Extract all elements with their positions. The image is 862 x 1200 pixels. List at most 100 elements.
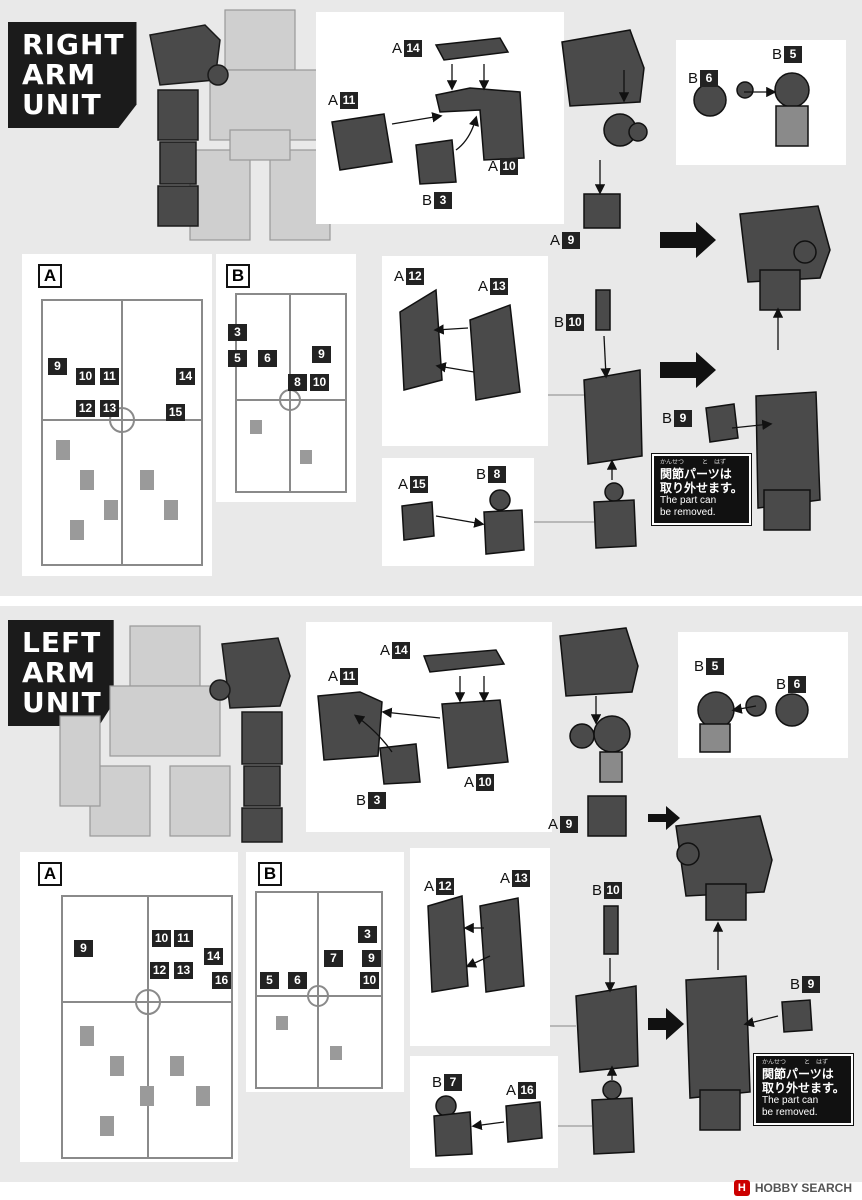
left-arm-section: LEFT ARM UNIT bbox=[0, 606, 862, 1182]
note-en: The part can bbox=[660, 495, 717, 506]
label-letter: A bbox=[478, 278, 489, 295]
runner-chip: 3 bbox=[228, 324, 247, 341]
runner-chip: 11 bbox=[100, 368, 119, 385]
runner-chip: 8 bbox=[288, 374, 307, 391]
label-letter: B bbox=[476, 466, 487, 483]
note-ruby: かんせつ と はず bbox=[762, 1060, 829, 1066]
note-jp: 関節パーツは bbox=[762, 1067, 834, 1081]
big-arrow bbox=[660, 222, 716, 258]
label-number: 10 bbox=[566, 314, 585, 331]
label-number: 9 bbox=[802, 976, 821, 993]
label-number: 16 bbox=[518, 1082, 537, 1099]
runner-chip: 9 bbox=[48, 358, 67, 375]
runner-chip: 6 bbox=[258, 350, 277, 367]
label-number: 7 bbox=[444, 1074, 463, 1091]
label-number: 3 bbox=[368, 792, 387, 809]
label-number: 9 bbox=[560, 816, 579, 833]
label-number: 11 bbox=[340, 668, 359, 685]
label-letter: A bbox=[506, 1082, 517, 1099]
label-letter: A bbox=[424, 878, 435, 895]
title-line: UNIT bbox=[22, 686, 102, 719]
label-number: 12 bbox=[436, 878, 455, 895]
runner-a-id: A bbox=[38, 862, 62, 886]
big-arrow bbox=[660, 352, 716, 388]
label-number: 6 bbox=[788, 676, 807, 693]
runner-chip: 9 bbox=[312, 346, 331, 363]
part-a11 bbox=[331, 113, 393, 171]
robot-left-arm-illustration bbox=[59, 625, 291, 843]
label-letter: A bbox=[392, 40, 403, 57]
part-a13 bbox=[469, 303, 521, 401]
label-number: 5 bbox=[706, 658, 725, 675]
label-number: 3 bbox=[434, 192, 453, 209]
label-letter: B bbox=[772, 46, 783, 63]
label-number: 9 bbox=[674, 410, 693, 427]
removable-part-note: かんせつ と はず 関節パーツは 取り外せます。 The part can be… bbox=[652, 454, 751, 525]
runner-chip: 11 bbox=[174, 930, 193, 947]
note-ruby: かんせつ と はず bbox=[660, 460, 727, 466]
label-letter: B bbox=[776, 676, 787, 693]
label-number: 10 bbox=[500, 158, 519, 175]
hobby-search-logo-icon: H bbox=[733, 1180, 750, 1196]
label-letter: B bbox=[432, 1074, 443, 1091]
note-en: be removed. bbox=[762, 1107, 818, 1118]
label-number: 10 bbox=[476, 774, 495, 791]
runner-chip: 10 bbox=[310, 374, 329, 391]
label-number: 5 bbox=[784, 46, 803, 63]
label-letter: A bbox=[500, 870, 511, 887]
label-letter: B bbox=[790, 976, 801, 993]
part-b8 bbox=[483, 509, 525, 555]
label-letter: B bbox=[688, 70, 699, 87]
label-letter: A bbox=[328, 668, 339, 685]
label-letter: B bbox=[694, 658, 705, 675]
part-a15 bbox=[401, 501, 435, 541]
label-letter: A bbox=[464, 774, 475, 791]
label-letter: B bbox=[592, 882, 603, 899]
runner-chip: 5 bbox=[228, 350, 247, 367]
runner-chip: 15 bbox=[166, 404, 185, 421]
label-letter: A bbox=[488, 158, 499, 175]
label-letter: B bbox=[356, 792, 367, 809]
robot-right-arm-illustration bbox=[149, 9, 331, 241]
label-number: 8 bbox=[488, 466, 507, 483]
note-en: The part can bbox=[762, 1095, 819, 1106]
note-en: be removed. bbox=[660, 507, 716, 518]
left-arm-title: LEFT ARM UNIT bbox=[8, 620, 114, 726]
runner-chip: 6 bbox=[288, 972, 307, 989]
label-letter: A bbox=[398, 476, 409, 493]
watermark-text: HOBBY SEARCH bbox=[754, 1181, 852, 1195]
label-number: 13 bbox=[512, 870, 531, 887]
label-letter: A bbox=[328, 92, 339, 109]
label-number: 14 bbox=[392, 642, 411, 659]
label-number: 14 bbox=[404, 40, 423, 57]
runner-b-panel bbox=[216, 254, 356, 502]
runner-chip: 13 bbox=[174, 962, 193, 979]
runner-chip: 7 bbox=[324, 950, 343, 967]
label-letter: A bbox=[550, 232, 561, 249]
runner-b-id: B bbox=[226, 264, 250, 288]
right-arm-title: RIGHT ARM UNIT bbox=[8, 22, 137, 128]
label-number: 9 bbox=[562, 232, 581, 249]
runner-chip: 10 bbox=[360, 972, 379, 989]
runner-chip: 10 bbox=[152, 930, 171, 947]
runner-chip: 13 bbox=[100, 400, 119, 417]
label-number: 15 bbox=[410, 476, 429, 493]
